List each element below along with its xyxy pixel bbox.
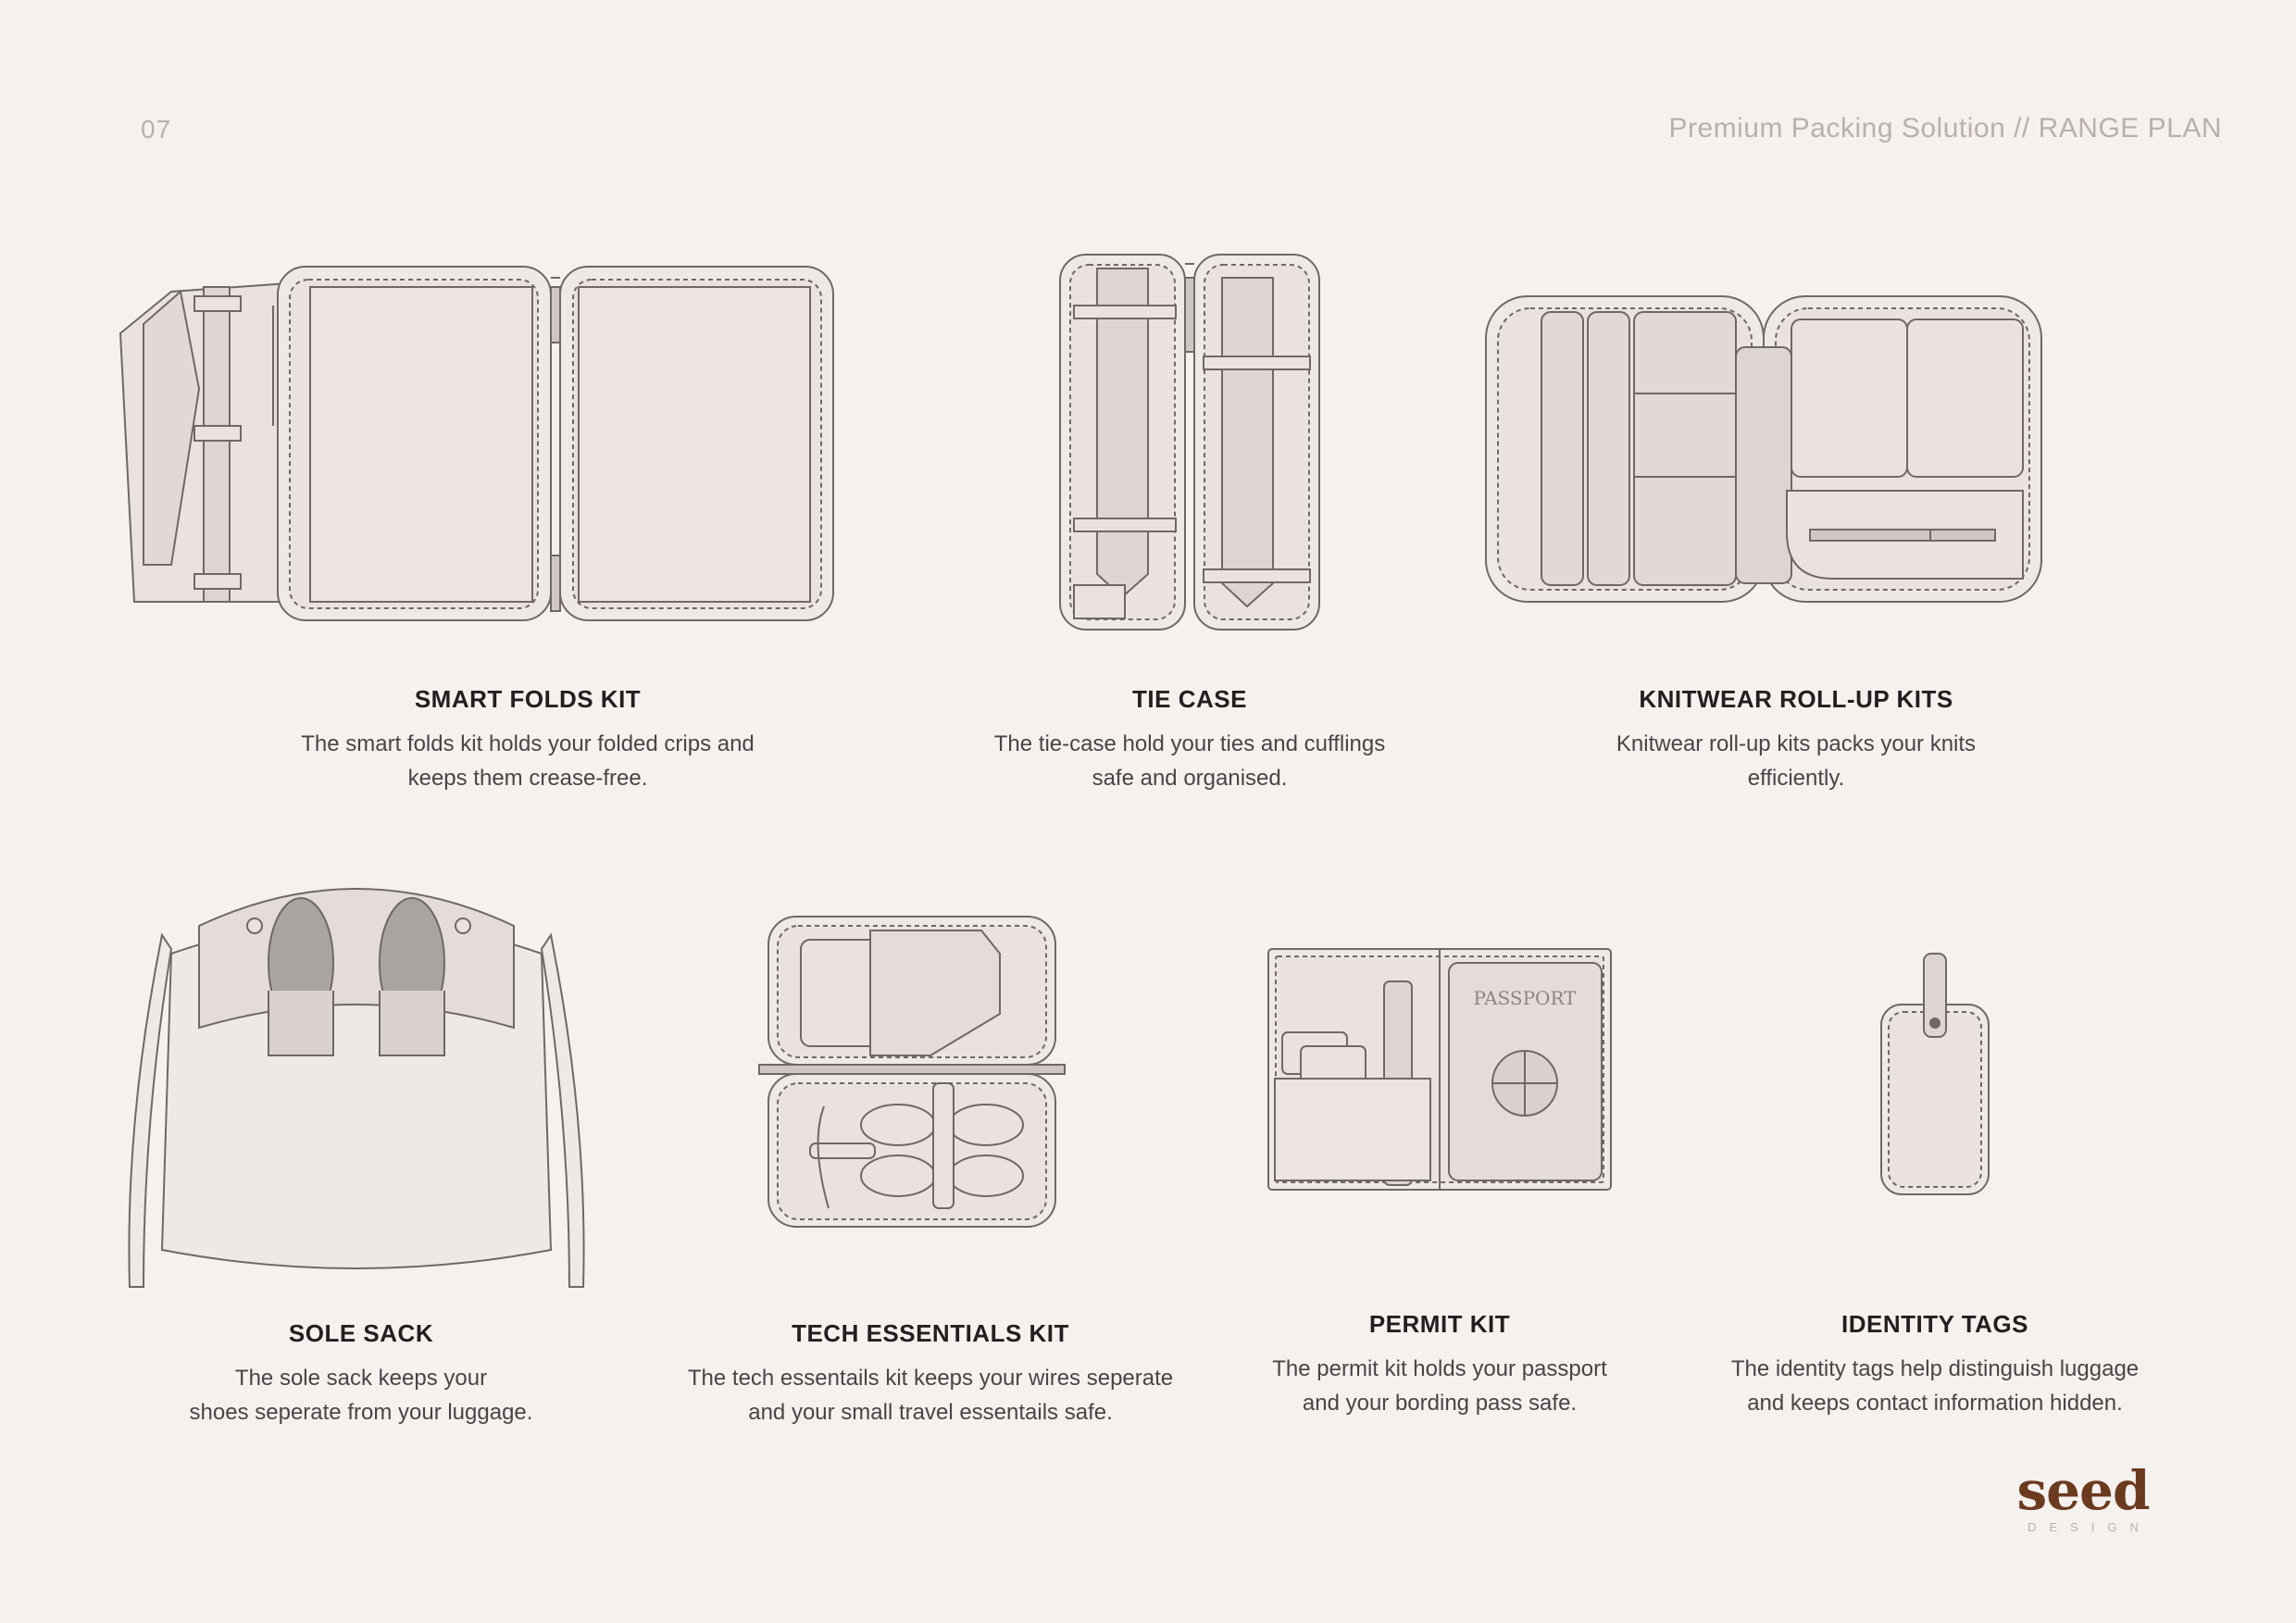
product-card-sole-sack: SOLE SACK The sole sack keeps your shoes…: [130, 1319, 593, 1429]
product-name: SOLE SACK: [288, 1319, 434, 1347]
product-desc-line1: The tech essentails kit keeps your wires…: [687, 1366, 1174, 1391]
product-desc-line1: The identity tags help distinguish lugga…: [1730, 1356, 2140, 1381]
product-card-permit-kit: PERMIT KIT The permit kit holds your pas…: [1231, 1310, 1648, 1420]
product-desc-line2: shoes seperate from your luggage.: [189, 1400, 533, 1425]
product-card-tie-case: TIE CASE The tie-case hold your ties and…: [944, 685, 1435, 795]
permit-kit-illustration: PASSPORT: [1264, 944, 1616, 1194]
product-desc-line2: keeps them crease-free.: [407, 766, 648, 791]
product-name: TIE CASE: [1132, 685, 1247, 713]
product-desc-line2: and keeps contact information hidden.: [1747, 1391, 2123, 1416]
product-desc-line1: The sole sack keeps your: [234, 1366, 488, 1391]
knitwear-kit-illustration: [1481, 292, 2046, 606]
product-name: SMART FOLDS KIT: [414, 685, 642, 713]
product-desc-line1: The tie-case hold your ties and cuffling…: [993, 731, 1386, 756]
seed-design-logo: seed DESIGN: [2009, 1463, 2157, 1534]
product-desc-line2: and your bording pass safe.: [1302, 1391, 1578, 1416]
page-number: 07: [141, 115, 172, 144]
product-card-smart-folds-kit: SMART FOLDS KIT The smart folds kit hold…: [278, 685, 778, 795]
tech-kit-illustration: [755, 912, 1069, 1231]
smart-folds-kit-illustration: [116, 259, 912, 630]
product-card-identity-tags: IDENTITY TAGS The identity tags help dis…: [1694, 1310, 2176, 1420]
product-name: TECH ESSENTIALS KIT: [792, 1319, 1069, 1347]
product-name: PERMIT KIT: [1368, 1310, 1511, 1338]
header-title: Premium Packing Solution // RANGE PLAN: [1668, 113, 2222, 144]
product-desc-line2: and your small travel essentails safe.: [748, 1400, 1113, 1425]
passport-label: PASSPORT: [1473, 987, 1577, 1009]
product-card-knitwear-roll-up-kits: KNITWEAR ROLL-UP KITS Knitwear roll-up k…: [1555, 685, 2037, 795]
product-desc-line2: efficiently.: [1747, 766, 1845, 791]
identity-tag-illustration: [1870, 949, 2000, 1199]
logo-word: seed: [2016, 1459, 2150, 1522]
product-desc-line1: Knitwear roll-up kits packs your knits: [1616, 731, 1977, 756]
product-desc-line2: safe and organised.: [1092, 766, 1288, 791]
sole-sack-illustration: [116, 861, 597, 1296]
product-name: KNITWEAR ROLL-UP KITS: [1639, 685, 1953, 713]
product-name: IDENTITY TAGS: [1841, 1310, 2028, 1338]
logo-sub: DESIGN: [2028, 1520, 2152, 1534]
product-desc-line1: The permit kit holds your passport: [1272, 1356, 1607, 1381]
product-card-tech-essentials-kit: TECH ESSENTIALS KIT The tech essentails …: [671, 1319, 1190, 1429]
tie-case-illustration: [1055, 250, 1324, 634]
product-desc-line1: The smart folds kit holds your folded cr…: [301, 731, 755, 756]
